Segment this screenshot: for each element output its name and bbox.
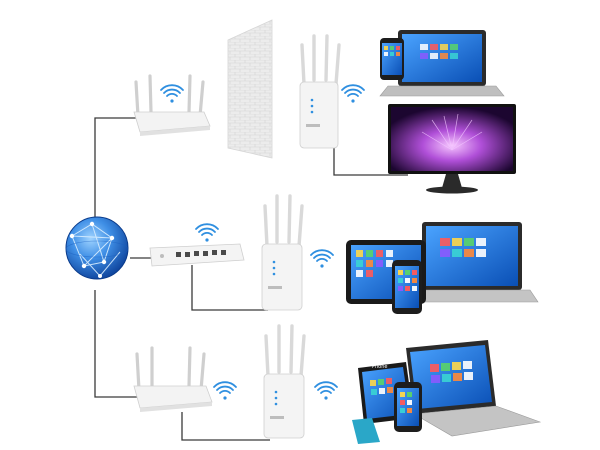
wifi-signal-icon [213, 381, 237, 400]
wifi-signal-icon [310, 249, 334, 268]
laptop-top [379, 30, 505, 97]
wire-globe-to-bottom-router [94, 290, 140, 398]
wifi-extender-top [299, 34, 341, 149]
smartphone-top [380, 38, 404, 80]
wire-globe-to-top-router [94, 117, 140, 230]
laptop-bottom [406, 340, 542, 437]
wifi-signal-icon [160, 84, 184, 103]
wifi-signal-icon [314, 381, 338, 400]
laptop-middle [403, 222, 539, 303]
smartphone-middle [392, 260, 422, 314]
wifi-extender-bottom [263, 324, 306, 439]
network-switch [149, 243, 245, 267]
wires [94, 117, 408, 441]
tablet-screen-label: Phone [372, 364, 388, 370]
wire-bottom-router-to-extender [181, 412, 270, 441]
smartphone-bottom [394, 382, 422, 432]
wifi-signal-icon [195, 223, 219, 242]
wire-top-extender-to-monitor [333, 148, 408, 176]
wifi-router-top [133, 74, 211, 136]
wifi-router-bottom [133, 346, 213, 412]
globe-icon [65, 216, 129, 280]
wifi-signal-icon [341, 84, 365, 103]
wire-switch-to-mid-extender [191, 265, 268, 311]
wifi-extender-middle [261, 194, 304, 311]
brick-wall [227, 19, 273, 159]
monitor [388, 104, 516, 194]
